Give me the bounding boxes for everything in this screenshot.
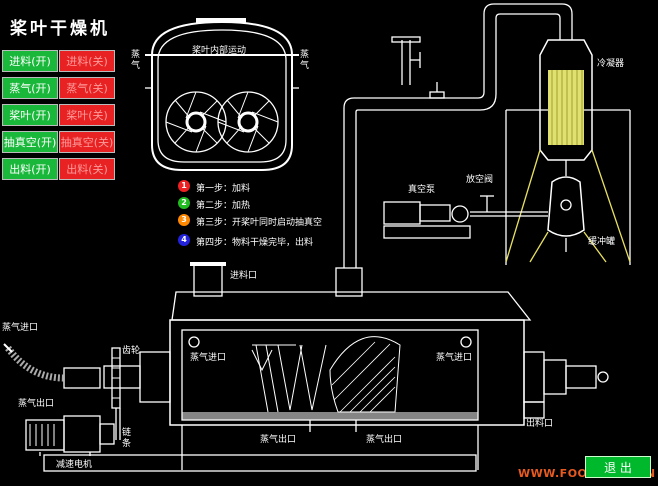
feed-inlet-label: 进料口 [230, 271, 258, 281]
vacuum-on-button[interactable]: 抽真空(开) [2, 131, 58, 153]
paddle-off-button[interactable]: 桨叶(关) [59, 104, 115, 126]
discharge-label: 出料口 [526, 419, 554, 429]
step-1-badge: 1 [178, 180, 190, 192]
step-4-text: 第四步：物料干燥完毕，出料 [196, 238, 314, 248]
steam-right-label: 蒸气 [300, 50, 310, 71]
steam-inlet-outer-label: 蒸气进口 [2, 323, 39, 333]
steam-outlet-bottom2-label: 蒸气出口 [366, 435, 403, 445]
steam-off-button[interactable]: 蒸气(关) [59, 77, 115, 99]
condenser-label: 冷凝器 [597, 59, 625, 69]
feed-on-button[interactable]: 进料(开) [2, 50, 58, 72]
steam-inlet-left-label: 蒸气进口 [190, 353, 227, 363]
discharge-on-button[interactable]: 出料(开) [2, 158, 58, 180]
step-1-text: 第一步：加料 [196, 184, 251, 194]
step-2-badge: 2 [178, 197, 190, 209]
paddle-motion-label: 桨叶内部运动 [192, 46, 247, 56]
paddle-on-button[interactable]: 桨叶(开) [2, 104, 58, 126]
vacuum-pump-label: 真空泵 [408, 185, 436, 195]
app-title: 桨叶干燥机 [10, 19, 110, 39]
step-2-text: 第二步：加热 [196, 201, 251, 211]
steam-outlet-left-label: 蒸气出口 [18, 399, 55, 409]
vent-valve-label: 放空阀 [466, 175, 494, 185]
reducer-motor-label: 减速电机 [56, 460, 93, 470]
step-4-badge: 4 [178, 234, 190, 246]
step-3-text: 第三步：开桨叶同时启动抽真空 [196, 218, 323, 228]
gear-label: 齿轮 [122, 346, 141, 356]
vacuum-off-button[interactable]: 抽真空(关) [59, 131, 115, 153]
steam-on-button[interactable]: 蒸气(开) [2, 77, 58, 99]
buffer-tank-label: 缓冲罐 [588, 237, 616, 247]
feed-off-button[interactable]: 进料(关) [59, 50, 115, 72]
exit-button[interactable]: 退 出 [585, 456, 651, 478]
steam-outlet-bottom1-label: 蒸气出口 [260, 435, 297, 445]
step-3-badge: 3 [178, 214, 190, 226]
steam-left-label: 蒸气 [131, 50, 141, 71]
discharge-off-button[interactable]: 出料(关) [59, 158, 115, 180]
steam-inlet-right-label: 蒸气进口 [436, 353, 473, 363]
chain-label: 链条 [122, 428, 132, 449]
